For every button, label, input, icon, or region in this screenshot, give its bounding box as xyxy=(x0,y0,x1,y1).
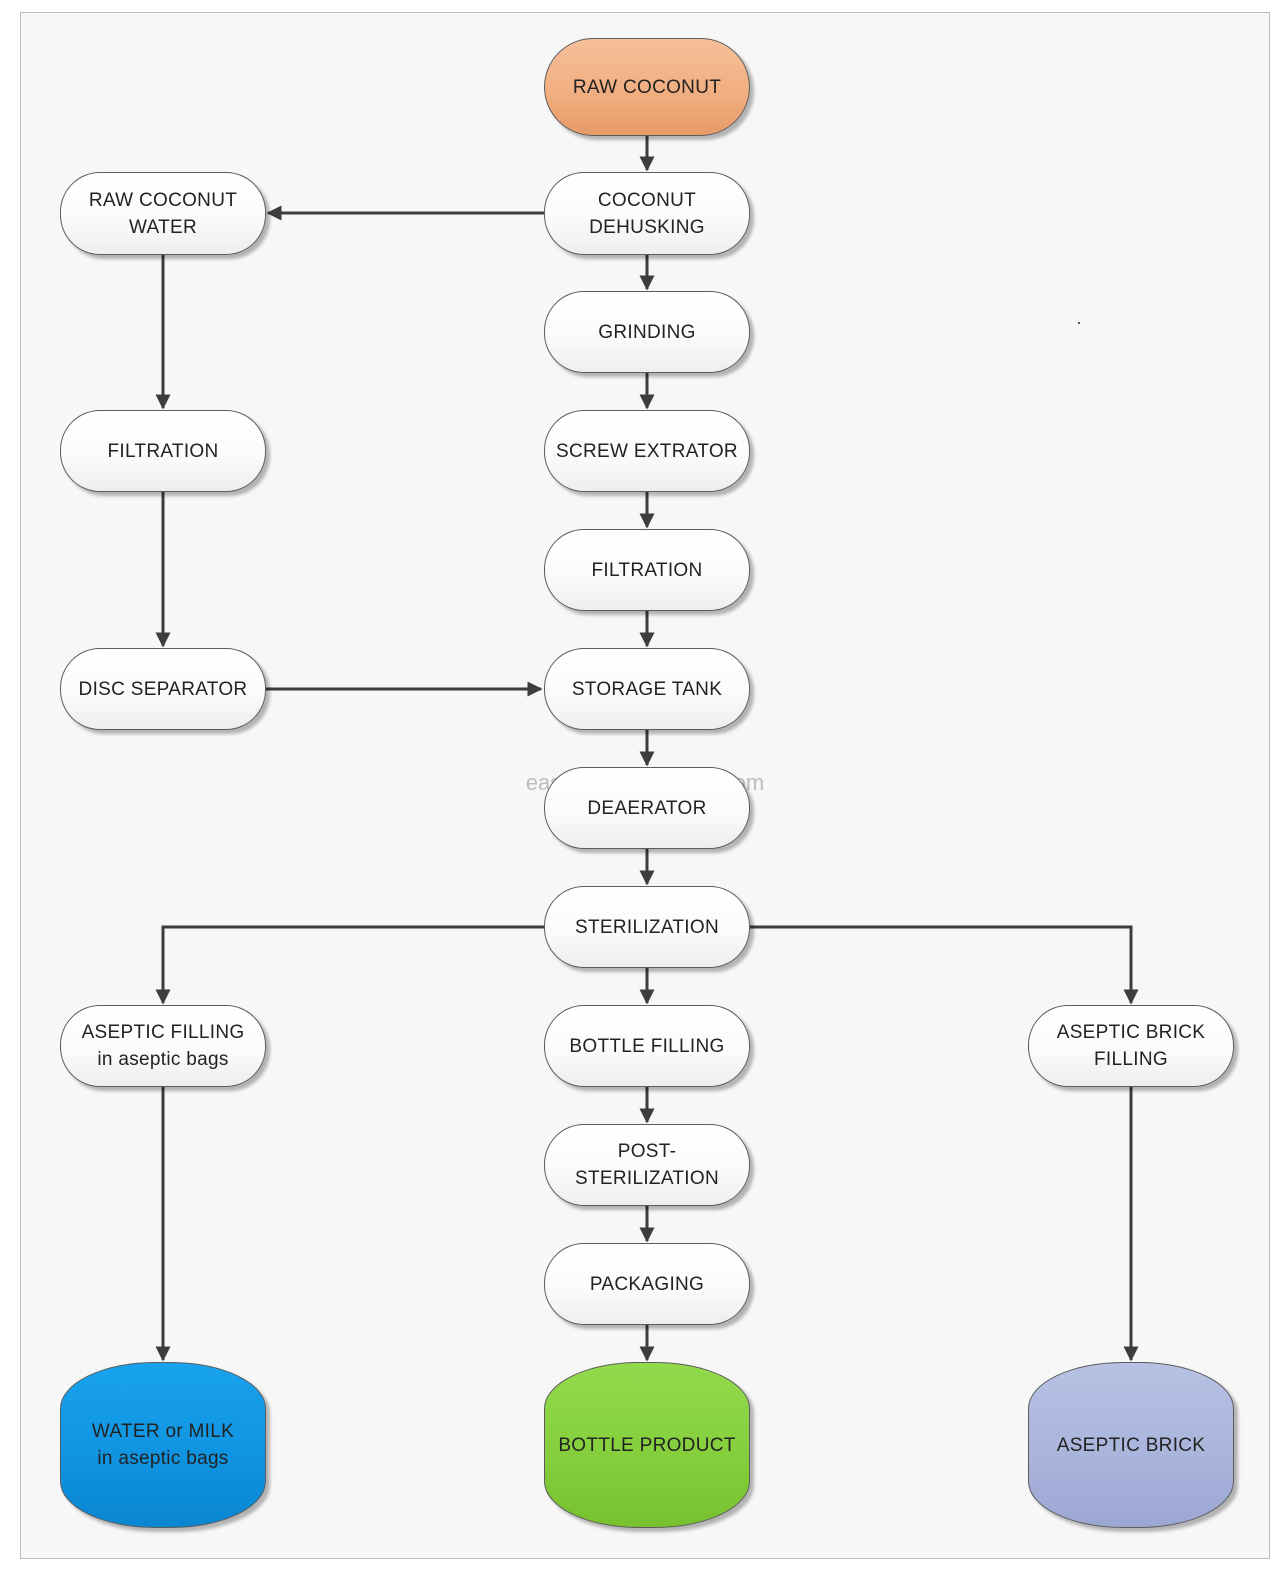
node-label: STERILIZATION xyxy=(575,916,719,938)
node-aseptic-brick: ASEPTIC BRICK xyxy=(1028,1362,1234,1528)
node-label: SCREW EXTRATOR xyxy=(556,440,738,462)
node-packaging: PACKAGING xyxy=(544,1243,750,1325)
node-label: FILTRATION xyxy=(107,440,219,462)
node-label: RAW COCONUT WATER xyxy=(88,189,238,238)
node-label: BOTTLE PRODUCT xyxy=(558,1434,736,1456)
node-filtration-center: FILTRATION xyxy=(544,529,750,611)
edge-sterilization-to-aseptic-filling xyxy=(155,925,544,1005)
node-bottle-filling: BOTTLE FILLING xyxy=(544,1005,750,1087)
node-label: PACKAGING xyxy=(589,1273,705,1295)
node-label: DEAERATOR xyxy=(587,797,707,819)
node-water-or-milk: WATER or MILK in aseptic bags xyxy=(60,1362,266,1528)
node-coconut-dehusking: COCONUT DEHUSKING xyxy=(544,172,750,255)
node-label: WATER or MILK in aseptic bags xyxy=(91,1421,235,1469)
node-label: COCONUT DEHUSKING xyxy=(589,189,705,238)
node-label: BOTTLE FILLING xyxy=(569,1035,725,1057)
node-label: RAW COCONUT xyxy=(572,76,722,98)
node-screw-extrator: SCREW EXTRATOR xyxy=(544,410,750,492)
node-label: DISC SEPARATOR xyxy=(78,678,248,700)
stray-dot xyxy=(1078,322,1080,324)
node-raw-coconut: RAW COCONUT xyxy=(544,38,750,136)
node-aseptic-brick-filling: ASEPTIC BRICK FILLING xyxy=(1028,1005,1234,1087)
node-grinding: GRINDING xyxy=(544,291,750,373)
node-label: ASEPTIC BRICK FILLING xyxy=(1056,1022,1206,1070)
node-deaerator: DEAERATOR xyxy=(544,767,750,849)
node-label: GRINDING xyxy=(598,321,696,343)
node-raw-coconut-water: RAW COCONUT WATER xyxy=(60,172,266,255)
node-label: ASEPTIC BRICK xyxy=(1056,1434,1206,1456)
node-bottle-product: BOTTLE PRODUCT xyxy=(544,1362,750,1528)
node-label: ASEPTIC FILLING in aseptic bags xyxy=(81,1022,245,1070)
node-label: POST- STERILIZATION xyxy=(575,1141,719,1189)
node-disc-separator: DISC SEPARATOR xyxy=(60,648,266,730)
node-label: FILTRATION xyxy=(591,559,703,581)
node-post-sterilization: POST- STERILIZATION xyxy=(544,1124,750,1206)
node-storage-tank: STORAGE TANK xyxy=(544,648,750,730)
node-filtration-left: FILTRATION xyxy=(60,410,266,492)
node-aseptic-filling: ASEPTIC FILLING in aseptic bags xyxy=(60,1005,266,1087)
edge-sterilization-to-brick-filling xyxy=(750,925,1139,1005)
node-sterilization: STERILIZATION xyxy=(544,886,750,968)
node-label: STORAGE TANK xyxy=(571,678,723,700)
